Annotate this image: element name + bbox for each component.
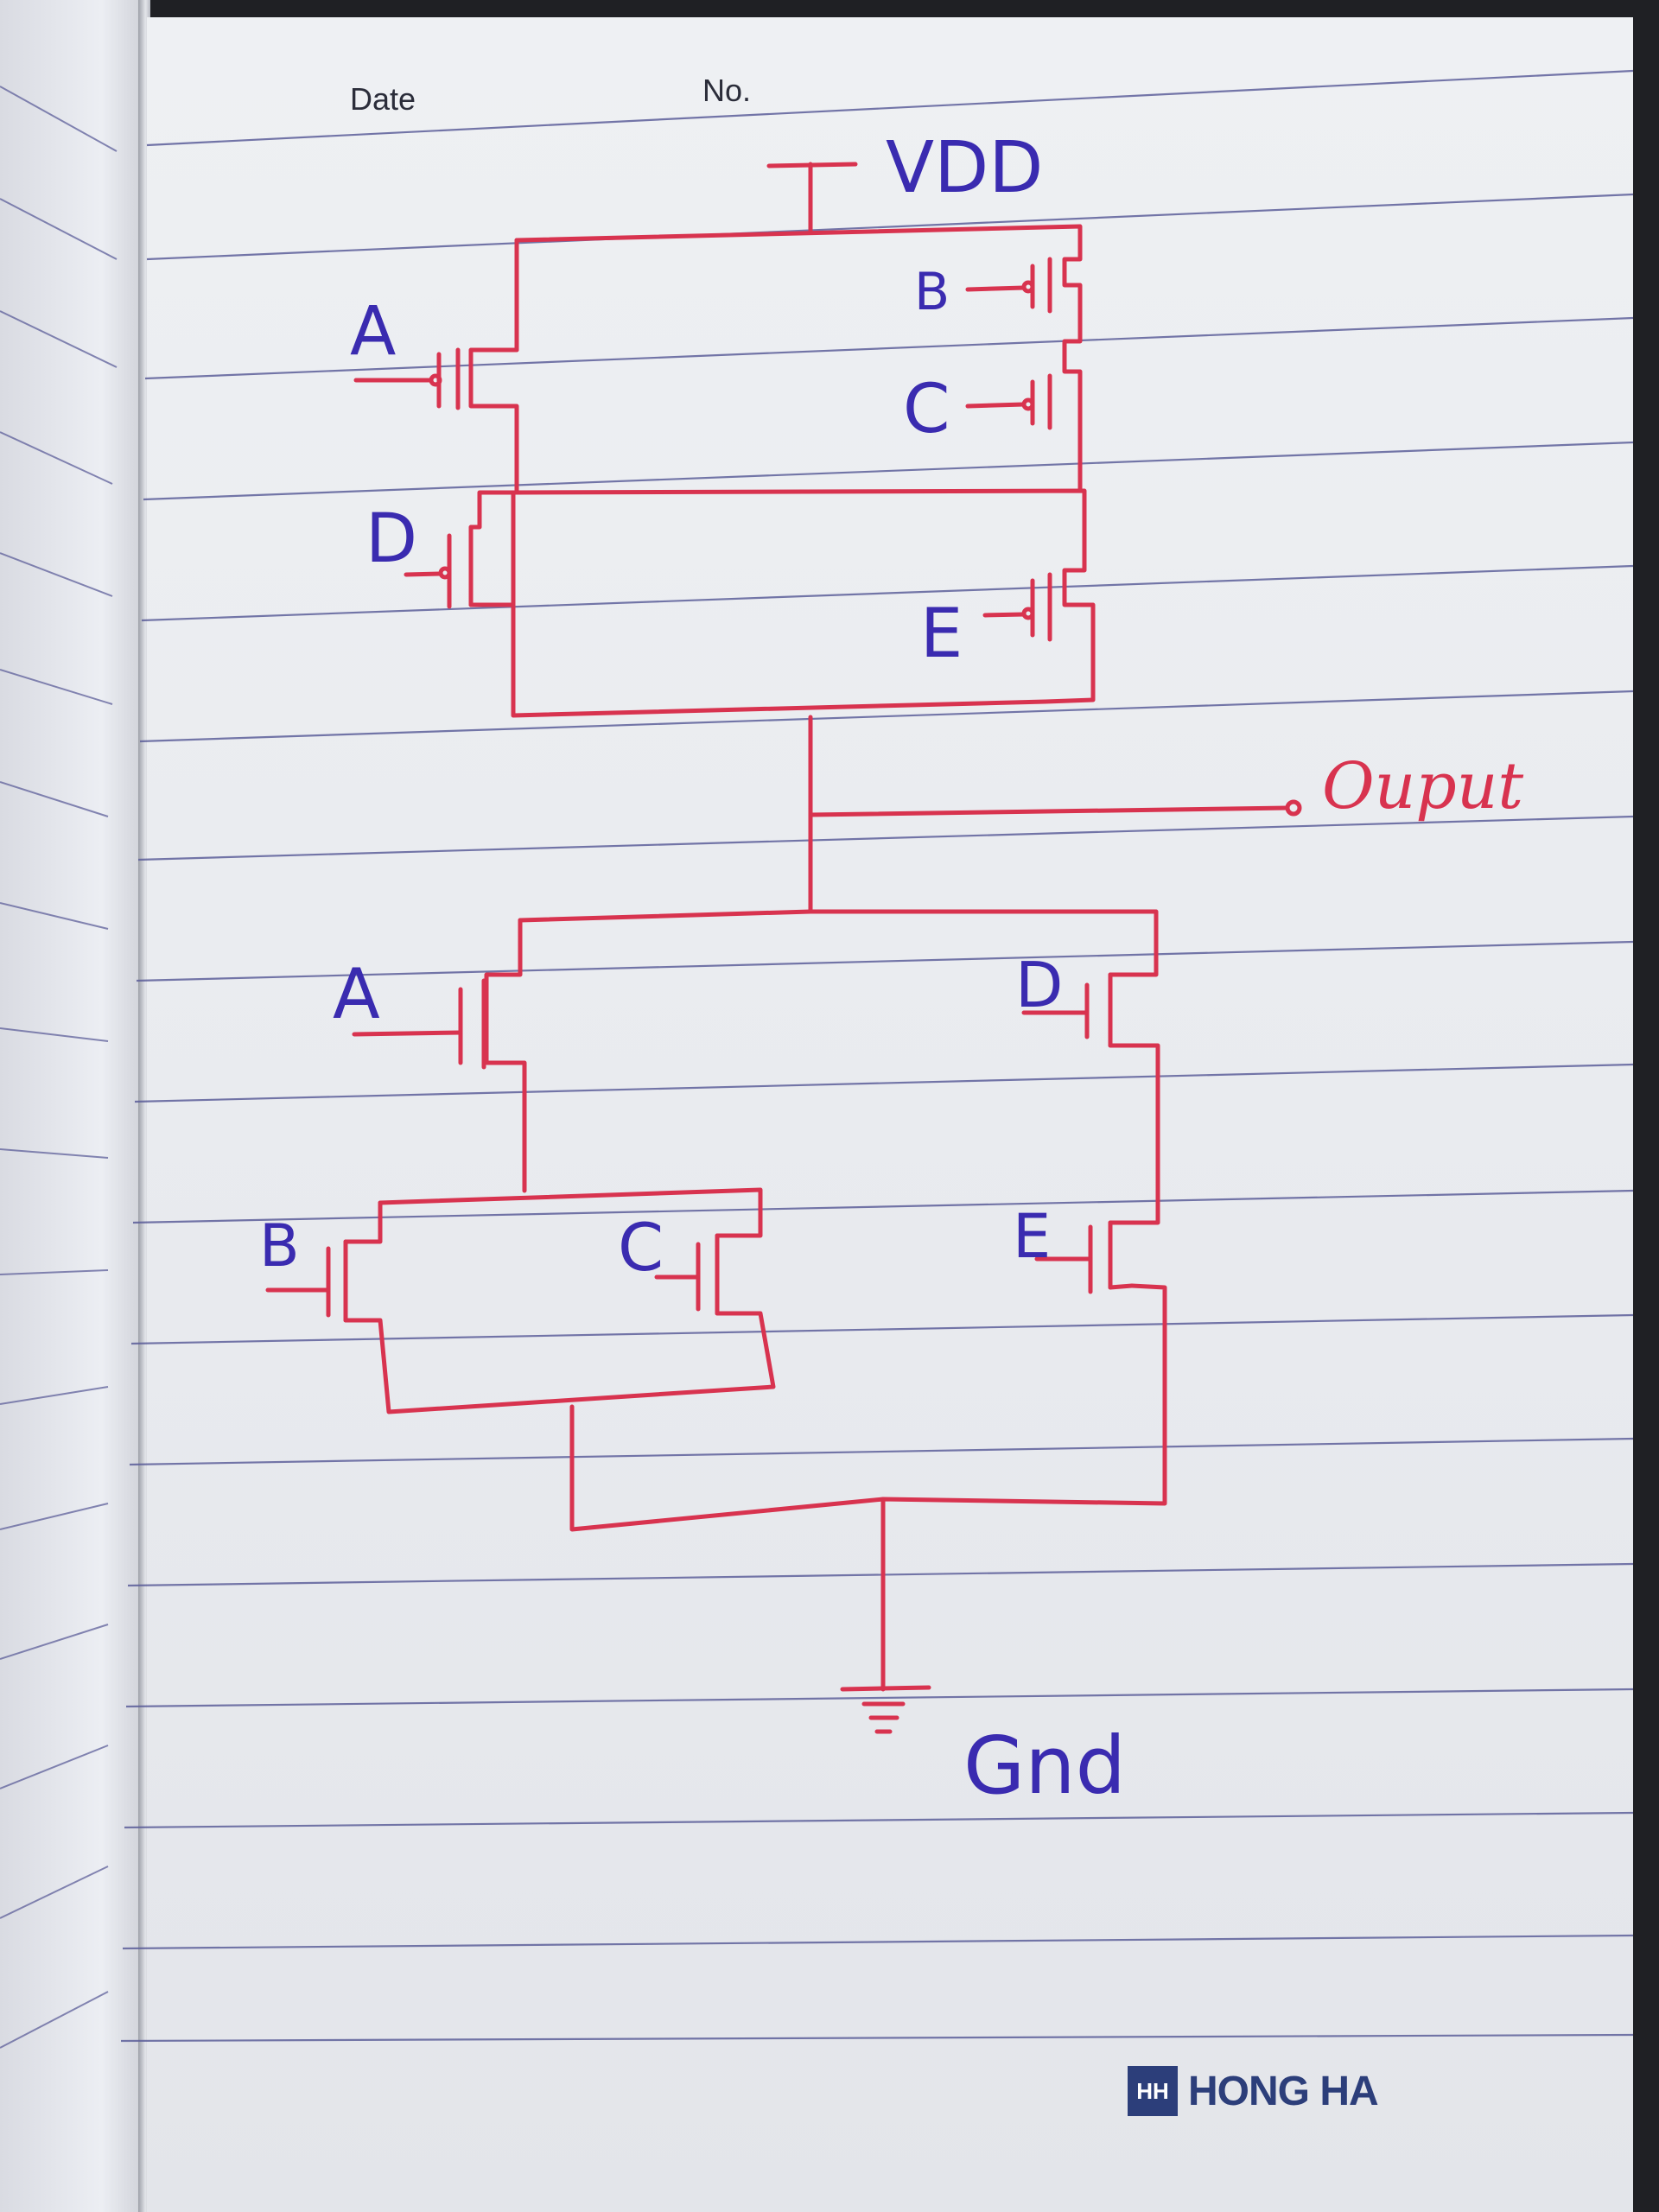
- pullup-label-e: E: [920, 595, 963, 673]
- brand-logo: HH HONG HA: [1128, 2065, 1379, 2117]
- nmos-c: [654, 1233, 720, 1316]
- pull-down-network: [265, 909, 1167, 1532]
- left-notebook-page: [0, 0, 145, 2212]
- output-label: Ouput: [1322, 749, 1523, 823]
- brand-mark: HH: [1128, 2066, 1178, 2116]
- pulldown-label-c: C: [618, 1209, 664, 1286]
- ground-symbol: [840, 1497, 931, 1734]
- pullup-label-b: B: [914, 262, 950, 322]
- number-label: No.: [702, 73, 752, 108]
- vdd-label: VDD: [886, 127, 1043, 209]
- date-label: Date: [350, 81, 416, 117]
- nmos-b: [265, 1239, 348, 1323]
- pulldown-label-d: D: [1015, 949, 1063, 1021]
- pullup-label-c: C: [903, 371, 950, 448]
- pmos-b: [965, 257, 1052, 314]
- nmos-e: [1034, 1220, 1135, 1294]
- brand-name: HONG HA: [1188, 2068, 1379, 2114]
- pmos-d: [404, 529, 474, 609]
- nmos-a: [352, 978, 486, 1070]
- pull-up-network: [353, 224, 1096, 718]
- vdd-supply-symbol: [766, 162, 858, 234]
- pullup-label-d: D: [365, 500, 417, 578]
- pmos-a: [353, 347, 461, 410]
- pulldown-label-e: E: [1013, 1201, 1051, 1272]
- output-node: [808, 715, 1302, 914]
- pulldown-label-a: A: [333, 954, 380, 1034]
- pmos-e: [982, 572, 1052, 642]
- notebook-page: [147, 17, 1633, 2212]
- pullup-label-a: A: [350, 293, 396, 371]
- pmos-c: [965, 373, 1052, 430]
- pulldown-label-b: B: [259, 1212, 300, 1281]
- nmos-d: [1021, 972, 1135, 1048]
- ground-label: Gnd: [963, 1719, 1126, 1812]
